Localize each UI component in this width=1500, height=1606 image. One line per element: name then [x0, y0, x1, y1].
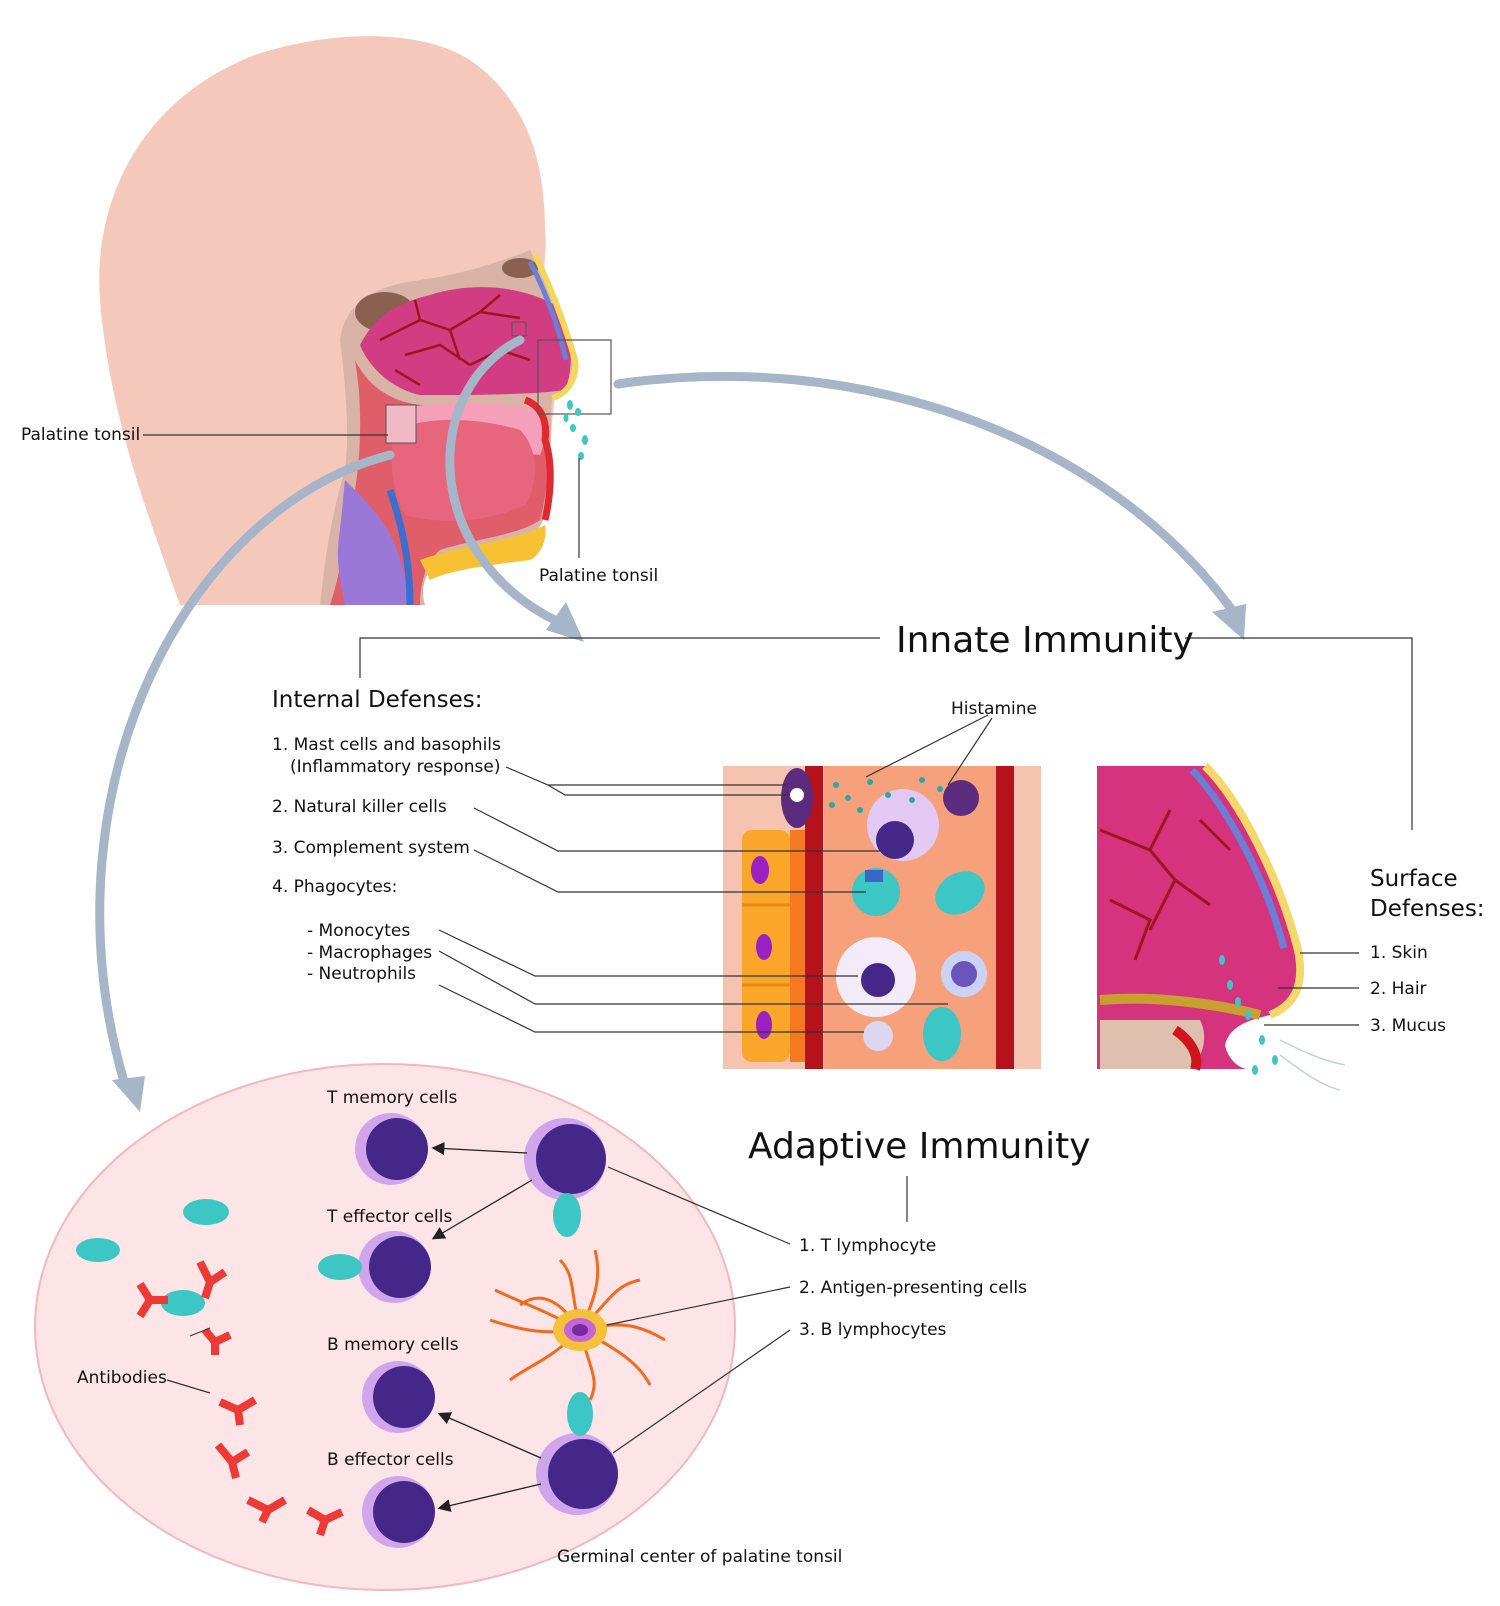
- surface-item-skin: 1. Skin: [1370, 943, 1428, 963]
- surface-leaders: [1264, 952, 1359, 1026]
- nucleus: [751, 856, 769, 884]
- germinal-pathogens: [76, 1193, 593, 1436]
- surface-item-mucus: 3. Mucus: [1370, 1016, 1447, 1036]
- t-memory-label: T memory cells: [327, 1088, 458, 1108]
- nose-layer-blue: [527, 260, 569, 361]
- histamine-label: Histamine: [951, 699, 1037, 719]
- adaptive-item-3: 3. B lymphocytes: [799, 1320, 947, 1340]
- trachea: [337, 480, 410, 605]
- flow-arrows: [95, 335, 1237, 1090]
- differentiation-arrows: [431, 1142, 542, 1512]
- antibodies-label: Antibodies: [77, 1368, 167, 1388]
- pathogen: [923, 1007, 961, 1061]
- arrowhead-innate: [546, 602, 584, 642]
- tonsil-label-bottom: Palatine tonsil: [539, 566, 659, 586]
- phagocyte-neutrophils: - Neutrophils: [307, 964, 417, 984]
- neutrophil: [863, 1021, 893, 1051]
- airflow: [1279, 1039, 1346, 1091]
- adaptive-item-2: 2. Antigen-presenting cells: [799, 1278, 1027, 1298]
- skin-layer-yellow: [1202, 763, 1305, 1019]
- tonsil-leaders: [143, 434, 580, 558]
- nasal-hair: [1099, 993, 1262, 1020]
- antibodies: [136, 1260, 344, 1537]
- internal-item-1: 1. Mast cells and basophils: [272, 735, 501, 755]
- internal-item-2: 2. Natural killer cells: [272, 797, 447, 817]
- arrow-nasal-to-innate: [445, 335, 570, 630]
- internal-leaders: [438, 714, 993, 1033]
- phagocyte-macrophages: - Macrophages: [307, 943, 433, 963]
- arrow-nose-to-surface: [613, 371, 1237, 615]
- internal-heading: Internal Defenses:: [272, 687, 483, 713]
- adaptive-title: Adaptive Immunity: [748, 1126, 1091, 1167]
- b-memory-label: B memory cells: [327, 1335, 459, 1355]
- internal-item-3: 3. Complement system: [272, 838, 470, 858]
- mucus-dots: [1219, 955, 1278, 1075]
- tongue: [391, 419, 535, 521]
- complement-target: [852, 868, 900, 916]
- internal-item-1b: (Inflammatory response): [290, 757, 501, 777]
- tonsil-label-left: Palatine tonsil: [21, 425, 141, 445]
- adaptive-leaders: [166, 1166, 908, 1454]
- nose-focus-box: [537, 339, 612, 415]
- flow-arrowheads: [112, 602, 1246, 1112]
- tonsil-focus-box: [385, 404, 417, 444]
- surface-nose-panel: [1097, 763, 1346, 1091]
- innate-bracket: [359, 637, 1413, 830]
- nose-vessels: [1099, 809, 1232, 961]
- internal-tissue-panel: [723, 766, 1041, 1069]
- b-effector-label: B effector cells: [327, 1450, 454, 1470]
- mucus-droplets: [563, 400, 588, 460]
- lymphocytes: [355, 1113, 618, 1548]
- head-illustration: [99, 36, 612, 606]
- surface-heading-1: Surface: [1370, 866, 1458, 892]
- nucleus: [756, 934, 772, 960]
- skin-layer-blue: [1189, 767, 1288, 949]
- pathogen: [935, 871, 985, 915]
- phagocyte-monocytes: - Monocytes: [307, 921, 411, 941]
- germinal-caption: Germinal center of palatine tonsil: [557, 1547, 843, 1567]
- t-effector-label: T effector cells: [327, 1207, 453, 1227]
- adaptive-item-1: 1. T lymphocyte: [799, 1236, 937, 1256]
- nose-skin-layer: [532, 253, 579, 401]
- internal-item-4: 4. Phagocytes:: [272, 877, 398, 897]
- surface-heading-2: Defenses:: [1370, 896, 1485, 922]
- innate-title: Innate Immunity: [896, 620, 1194, 661]
- histamine-dots: [829, 777, 943, 813]
- basophil: [943, 780, 979, 816]
- nasal-vessels: [379, 294, 531, 387]
- arrow-tonsil-to-germinal: [95, 450, 395, 1090]
- esophagus-tube: [386, 488, 414, 606]
- antigen-presenting-cell: [489, 1249, 666, 1401]
- arrowhead-surface: [1212, 604, 1246, 640]
- nucleus: [756, 1011, 772, 1039]
- surface-item-hair: 2. Hair: [1370, 979, 1427, 999]
- nasal-cavity: [360, 287, 571, 395]
- arrowhead-germinal: [112, 1076, 145, 1112]
